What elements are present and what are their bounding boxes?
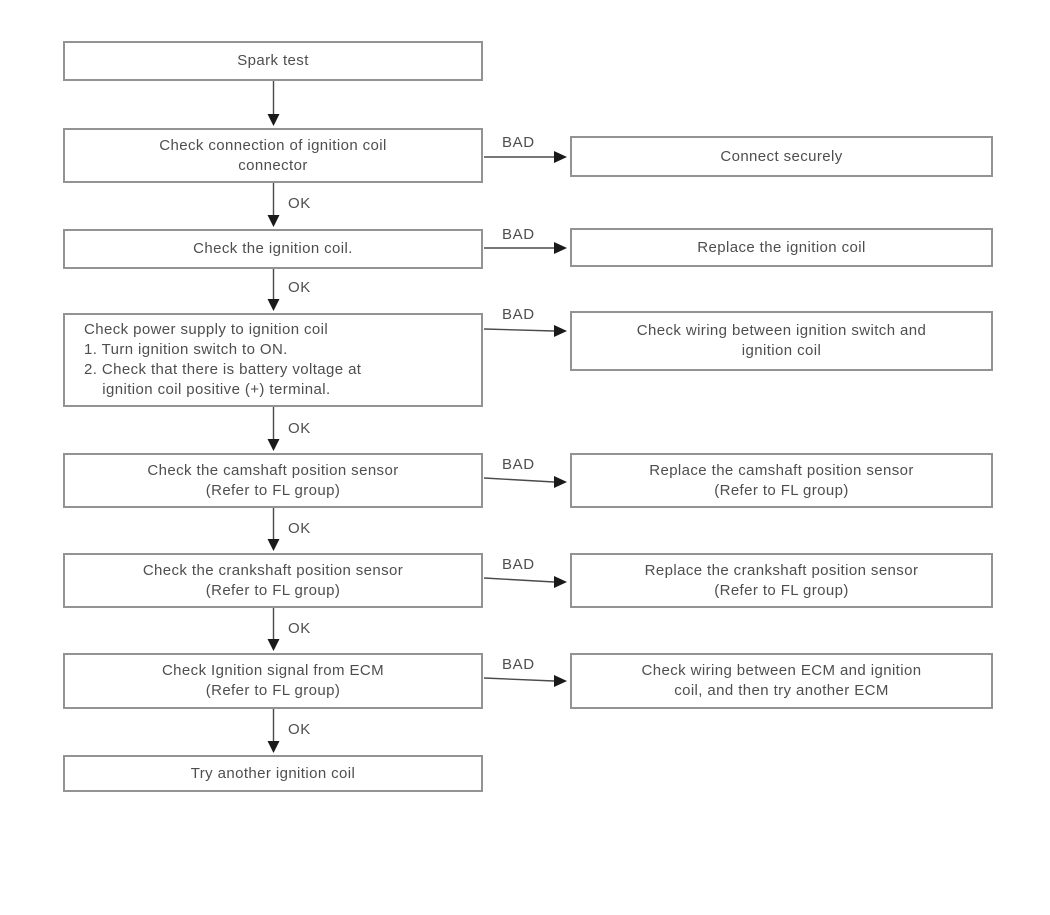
flow-box-label: Check Ignition signal from ECM (Refer to… xyxy=(161,662,385,699)
ok-label-2: OK xyxy=(288,279,311,296)
bad-arrow-4 xyxy=(483,476,567,488)
down-arrow-2 xyxy=(267,183,280,227)
down-arrow-6 xyxy=(267,608,280,651)
bad-label-3: BAD xyxy=(502,306,535,323)
bad-label-2: BAD xyxy=(502,226,535,243)
flow-box-label: Check wiring between ECM and ignition co… xyxy=(641,662,922,699)
flow-box-check-camshaft-sensor: Check the camshaft position sensor (Refe… xyxy=(63,453,483,508)
flow-box-label: Replace the ignition coil xyxy=(697,238,866,256)
flow-box-replace-camshaft-sensor: Replace the camshaft position sensor (Re… xyxy=(570,453,993,508)
down-arrow-5 xyxy=(267,508,280,551)
flow-box-try-another-coil: Try another ignition coil xyxy=(63,755,483,792)
bad-arrow-2 xyxy=(484,242,567,254)
flow-box-check-ignition-coil: Check the ignition coil. xyxy=(63,229,483,269)
bad-label-1: BAD xyxy=(502,134,535,151)
ok-label-1: OK xyxy=(288,195,311,212)
bad-arrow-1 xyxy=(484,151,567,163)
flow-box-check-wiring-switch-coil: Check wiring between ignition switch and… xyxy=(570,311,993,371)
down-arrow-1 xyxy=(267,81,280,126)
flow-box-replace-ignition-coil: Replace the ignition coil xyxy=(570,228,993,267)
ok-label-5: OK xyxy=(288,620,311,637)
flow-box-check-coil-connector: Check connection of ignition coil connec… xyxy=(63,128,483,183)
flow-box-label: Check power supply to ignition coil 1. T… xyxy=(84,321,362,398)
flow-box-check-crankshaft-sensor: Check the crankshaft position sensor (Re… xyxy=(63,553,483,608)
down-arrow-7 xyxy=(267,709,280,753)
ok-label-6: OK xyxy=(288,721,311,738)
down-arrow-4 xyxy=(267,407,280,451)
bad-label-5: BAD xyxy=(502,556,535,573)
bad-arrow-5 xyxy=(483,576,567,588)
flow-box-label: Check the ignition coil. xyxy=(193,240,353,257)
flow-box-label: Check wiring between ignition switch and… xyxy=(636,322,927,359)
flow-box-label: Connect securely xyxy=(720,147,843,165)
flow-box-connect-securely: Connect securely xyxy=(570,136,993,177)
flow-box-label: Check the camshaft position sensor (Refe… xyxy=(147,461,399,499)
flow-box-check-wiring-ecm-coil: Check wiring between ECM and ignition co… xyxy=(570,653,993,709)
flow-box-label: Spark test xyxy=(237,52,309,69)
down-arrow-3 xyxy=(267,269,280,311)
flow-box-label: Replace the crankshaft position sensor (… xyxy=(644,561,919,599)
flow-box-label: Check connection of ignition coil connec… xyxy=(159,136,387,174)
flow-box-check-power-supply: Check power supply to ignition coil 1. T… xyxy=(63,313,483,407)
bad-label-6: BAD xyxy=(502,656,535,673)
bad-arrow-3 xyxy=(483,325,567,337)
ok-label-4: OK xyxy=(288,520,311,537)
flow-box-replace-crankshaft-sensor: Replace the crankshaft position sensor (… xyxy=(570,553,993,608)
flow-box-label: Check the crankshaft position sensor (Re… xyxy=(142,561,404,599)
bad-arrow-6 xyxy=(483,675,567,687)
flow-box-check-ignition-signal-ecm: Check Ignition signal from ECM (Refer to… xyxy=(63,653,483,709)
ok-label-3: OK xyxy=(288,420,311,437)
flow-box-label: Try another ignition coil xyxy=(190,764,356,782)
flow-box-spark-test: Spark test xyxy=(63,41,483,81)
flow-box-label: Replace the camshaft position sensor (Re… xyxy=(649,461,914,499)
bad-label-4: BAD xyxy=(502,456,535,473)
